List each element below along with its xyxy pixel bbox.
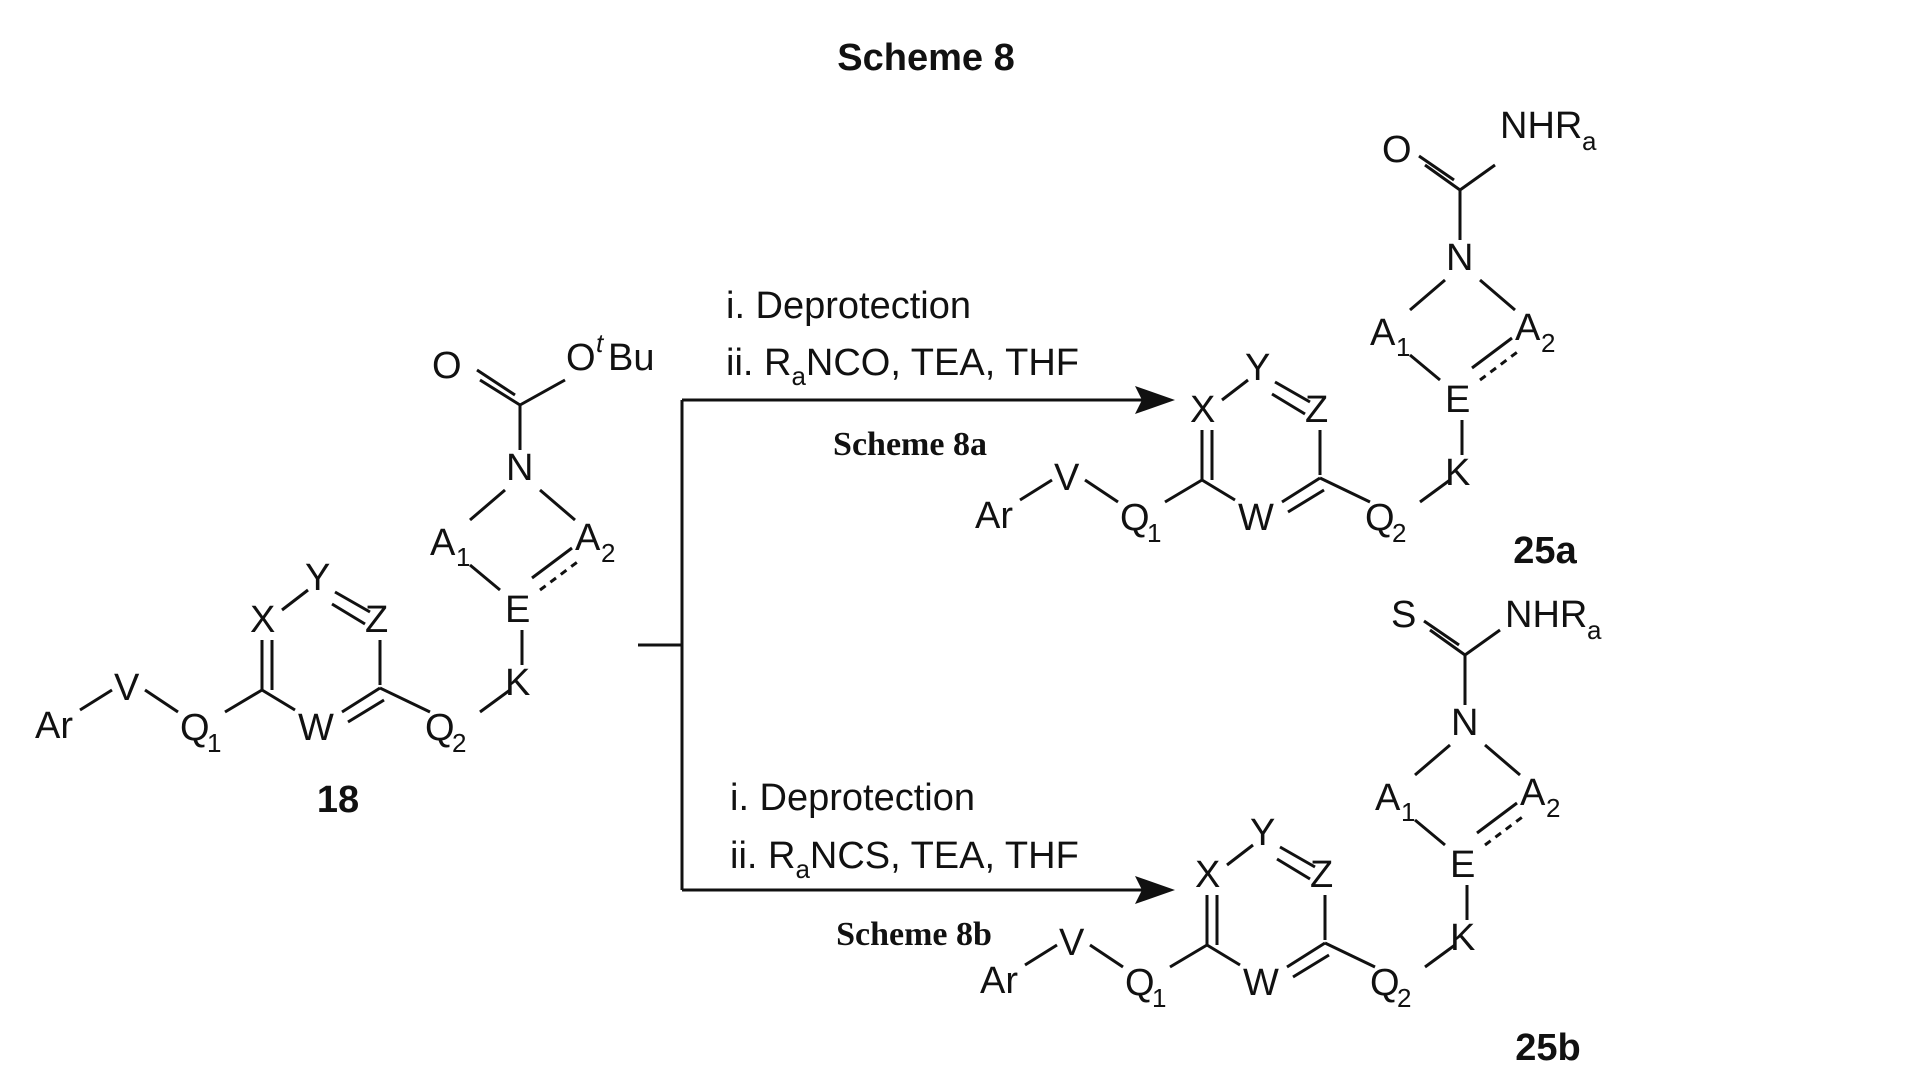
route-b-step1: i. Deprotection	[730, 777, 975, 819]
svg-text:E: E	[1450, 844, 1475, 886]
atom-k: K	[505, 662, 530, 704]
atom-z: Z	[365, 599, 388, 641]
product-25a-structure: Ar V Q 1 X Y Z W Q 2 K E A 1 A 2 N O NHR…	[975, 105, 1597, 548]
bond-ar-v	[80, 690, 112, 710]
tbu-superscript: t	[596, 328, 605, 358]
svg-text:X: X	[1190, 389, 1215, 431]
atom-q2: Q	[425, 707, 455, 749]
scheme-title: Scheme 8	[837, 37, 1014, 79]
svg-text:V: V	[1059, 922, 1085, 964]
route-a-step1: i. Deprotection	[726, 285, 971, 327]
svg-text:N: N	[1446, 237, 1473, 279]
route-b-label: Scheme 8b	[836, 916, 992, 953]
product-b-thiocarbonyl-atom: S	[1391, 594, 1416, 636]
atom-ar: Ar	[35, 705, 73, 747]
svg-text:A: A	[1515, 307, 1541, 349]
svg-text:2: 2	[1546, 793, 1560, 823]
atom-y: Y	[305, 557, 330, 599]
svg-text:2: 2	[1397, 983, 1411, 1013]
atom-q1-subscript: 1	[207, 728, 221, 758]
svg-text:X: X	[1195, 854, 1220, 896]
svg-text:Q: Q	[1125, 962, 1155, 1004]
svg-text:1: 1	[1401, 797, 1415, 827]
atom-w: W	[298, 707, 334, 749]
product-25b-structure: Ar V Q 1 X Y Z W Q 2 K E A 1 A 2 N S NHR…	[980, 594, 1602, 1013]
bond-a1-n	[470, 490, 505, 520]
svg-text:1: 1	[1152, 983, 1166, 1013]
svg-text:Y: Y	[1250, 812, 1275, 854]
bond-w-ring	[342, 688, 380, 712]
bond-q1-ring	[225, 690, 262, 712]
svg-text:Y: Y	[1245, 347, 1270, 389]
svg-text:V: V	[1054, 457, 1080, 499]
atom-o-carbonyl: O	[432, 345, 462, 387]
svg-text:1: 1	[1396, 332, 1410, 362]
compound-25b-label: 25b	[1515, 1027, 1580, 1069]
svg-text:Q: Q	[1370, 962, 1400, 1004]
svg-text:Ar: Ar	[980, 960, 1018, 1002]
svg-text:N: N	[1451, 702, 1478, 744]
atom-x: X	[250, 599, 275, 641]
atom-v: V	[114, 667, 140, 709]
route-a-step2: ii. RaNCO, TEA, THF	[726, 342, 1079, 391]
product-b-amine-subscript: a	[1587, 615, 1602, 645]
atom-e: E	[505, 589, 530, 631]
bond-e-a2-dashed	[540, 560, 580, 590]
product-b-amine: NHR	[1505, 594, 1587, 636]
compound-25a-label: 25a	[1513, 530, 1577, 572]
svg-text:Ar: Ar	[975, 495, 1013, 537]
bond-c-obu	[520, 380, 565, 405]
bond-v-q1	[145, 690, 178, 712]
svg-text:A: A	[1520, 772, 1546, 814]
bond-n-a2	[540, 490, 575, 520]
atom-n: N	[506, 447, 533, 489]
svg-text:Z: Z	[1310, 854, 1333, 896]
compound-18-label: 18	[317, 779, 359, 821]
bond-e-a2	[532, 548, 572, 578]
svg-text:2: 2	[1541, 328, 1555, 358]
svg-text:A: A	[1375, 777, 1401, 819]
route-b-step2: ii. RaNCS, TEA, THF	[730, 835, 1079, 884]
svg-text:1: 1	[1147, 518, 1161, 548]
svg-text:2: 2	[1392, 518, 1406, 548]
reactant-18-structure: Ar V Q 1 X Y Z W Q 2 K E A 1 A 2 N O O t…	[35, 328, 654, 758]
bond-ring-w	[262, 690, 295, 710]
product-a-amine: NHR	[1500, 105, 1582, 147]
atom-o-ester: O	[566, 337, 596, 379]
svg-text:Q: Q	[1120, 497, 1150, 539]
product-a-amine-subscript: a	[1582, 126, 1597, 156]
atom-a1-subscript: 1	[456, 542, 470, 572]
bond-ring-q2	[380, 688, 430, 712]
svg-text:K: K	[1450, 917, 1475, 959]
product-a-carbonyl-atom: O	[1382, 129, 1412, 171]
atom-a2-subscript: 2	[601, 538, 615, 568]
atom-q2-subscript: 2	[452, 728, 466, 758]
svg-text:E: E	[1445, 379, 1470, 421]
svg-text:Z: Z	[1305, 389, 1328, 431]
svg-text:K: K	[1445, 452, 1470, 494]
svg-text:W: W	[1243, 962, 1279, 1004]
atom-a1: A	[430, 522, 456, 564]
branch-arrows	[638, 386, 1175, 904]
atom-a2: A	[575, 517, 601, 559]
atom-q: Q	[180, 707, 210, 749]
bond-e-a1	[470, 565, 500, 590]
svg-text:W: W	[1238, 497, 1274, 539]
svg-text:A: A	[1370, 312, 1396, 354]
route-a-label: Scheme 8a	[833, 426, 987, 463]
tbu-label: Bu	[608, 337, 654, 379]
svg-text:Q: Q	[1365, 497, 1395, 539]
